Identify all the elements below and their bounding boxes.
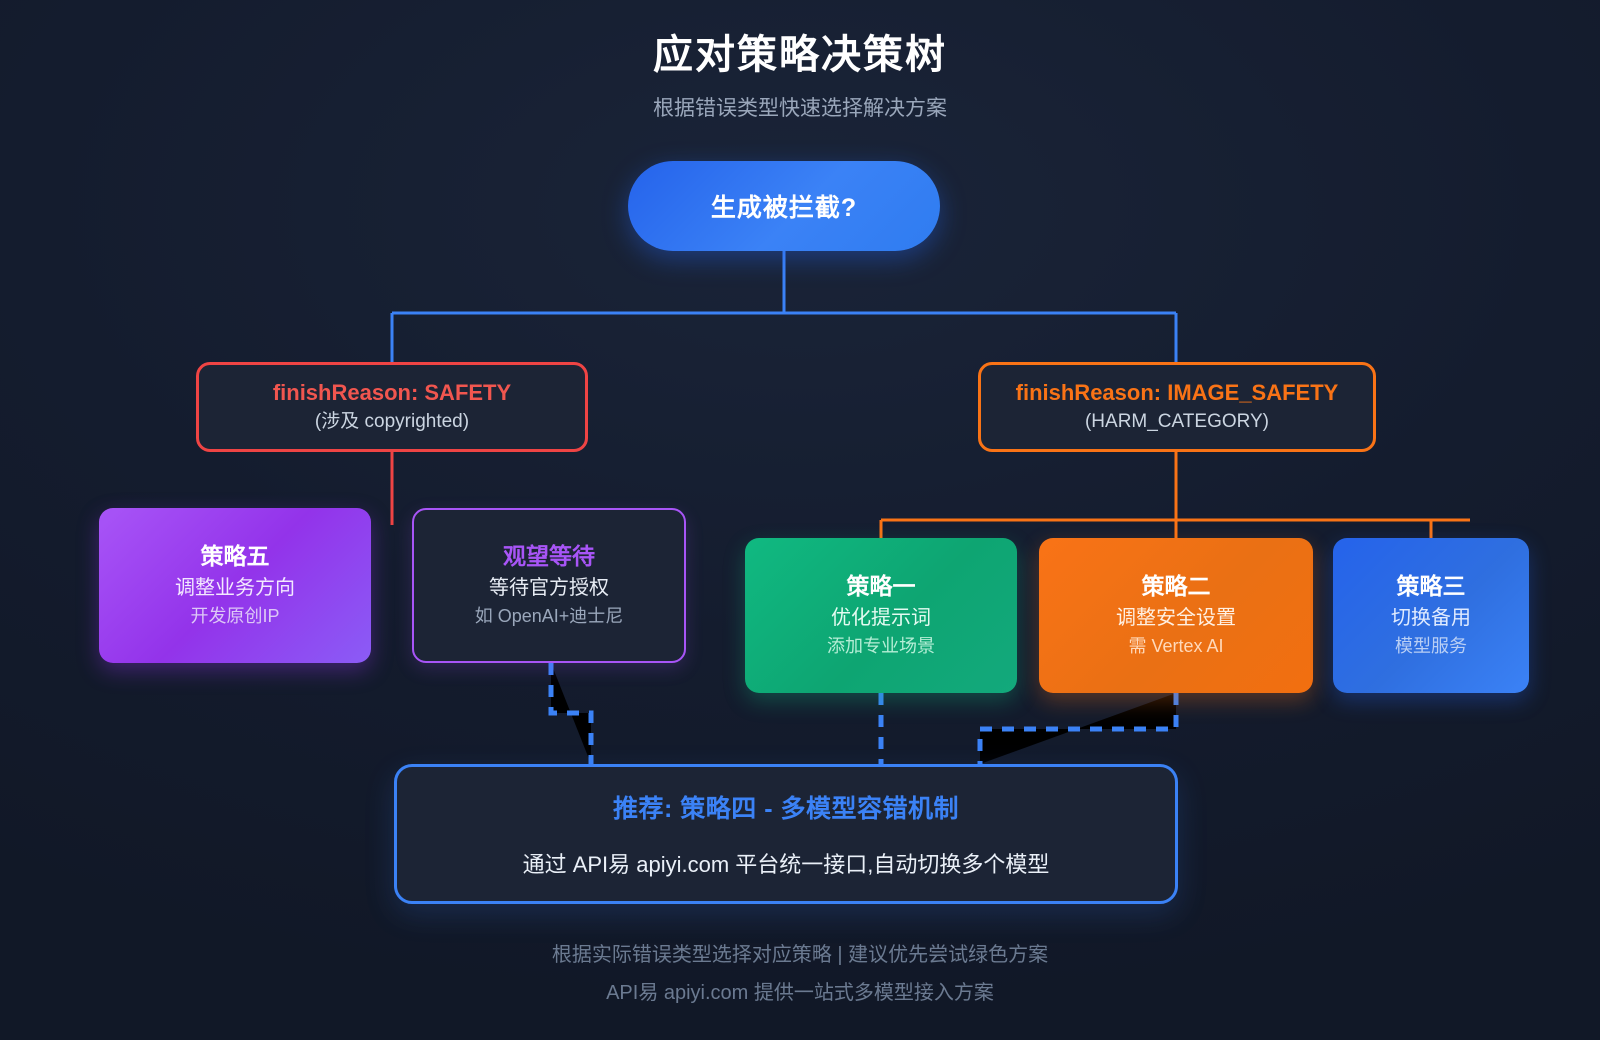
strategy-2-title: 策略二 xyxy=(1141,573,1211,600)
strategy-5-title: 策略五 xyxy=(200,543,270,570)
safety-reason-detail: (涉及 copyrighted) xyxy=(314,410,470,432)
strategy-1-action: 优化提示词 xyxy=(831,606,931,629)
footer-note-platform: API易 apiyi.com 提供一站式多模型接入方案 xyxy=(606,982,994,1004)
safety-reason-code: finishReason: SAFETY xyxy=(272,380,512,406)
recommendation-title: 推荐: 策略四 - 多模型容错机制 xyxy=(613,795,959,823)
card-strategy-3[interactable]: 策略三 切换备用 模型服务 xyxy=(1333,538,1529,693)
wait-note: 如 OpenAI+迪士尼 xyxy=(474,605,624,626)
recommendation-box[interactable]: 推荐: 策略四 - 多模型容错机制 通过 API易 apiyi.com 平台统一… xyxy=(394,764,1178,904)
strategy-2-action: 调整安全设置 xyxy=(1116,606,1236,629)
strategy-3-note: 模型服务 xyxy=(1395,635,1467,656)
strategy-5-action: 调整业务方向 xyxy=(175,576,295,599)
card-strategy-5[interactable]: 策略五 调整业务方向 开发原创IP xyxy=(99,508,371,663)
root-node-blocked[interactable]: 生成被拦截? xyxy=(628,161,940,251)
wait-action: 等待官方授权 xyxy=(489,576,609,599)
strategy-2-note: 需 Vertex AI xyxy=(1128,635,1224,656)
recommendation-detail: 通过 API易 apiyi.com 平台统一接口,自动切换多个模型 xyxy=(522,852,1050,877)
root-node-label: 生成被拦截? xyxy=(710,194,858,222)
node-finish-reason-safety[interactable]: finishReason: SAFETY (涉及 copyrighted) xyxy=(196,362,588,452)
card-strategy-2[interactable]: 策略二 调整安全设置 需 Vertex AI xyxy=(1039,538,1313,693)
strategy-1-note: 添加专业场景 xyxy=(827,635,935,656)
connector-to-recommendation xyxy=(548,663,1179,764)
image-safety-reason-detail: (HARM_CATEGORY) xyxy=(1084,410,1270,432)
card-strategy-1[interactable]: 策略一 优化提示词 添加专业场景 xyxy=(745,538,1017,693)
strategy-5-note: 开发原创IP xyxy=(190,605,280,626)
connector-root-split xyxy=(390,251,1178,362)
wait-title: 观望等待 xyxy=(503,543,595,570)
page-title: 应对策略决策树 xyxy=(653,33,947,77)
page-subtitle: 根据错误类型快速选择解决方案 xyxy=(653,97,947,120)
node-finish-reason-image-safety[interactable]: finishReason: IMAGE_SAFETY (HARM_CATEGOR… xyxy=(978,362,1376,452)
connector-image-safety-children xyxy=(879,452,1470,538)
strategy-3-action: 切换备用 xyxy=(1391,606,1471,629)
image-safety-reason-code: finishReason: IMAGE_SAFETY xyxy=(1015,380,1339,406)
strategy-3-title: 策略三 xyxy=(1396,573,1466,600)
strategy-1-title: 策略一 xyxy=(846,573,916,600)
card-wait-and-see[interactable]: 观望等待 等待官方授权 如 OpenAI+迪士尼 xyxy=(412,508,686,663)
footer-note-strategy: 根据实际错误类型选择对应策略 | 建议优先尝试绿色方案 xyxy=(551,944,1049,966)
